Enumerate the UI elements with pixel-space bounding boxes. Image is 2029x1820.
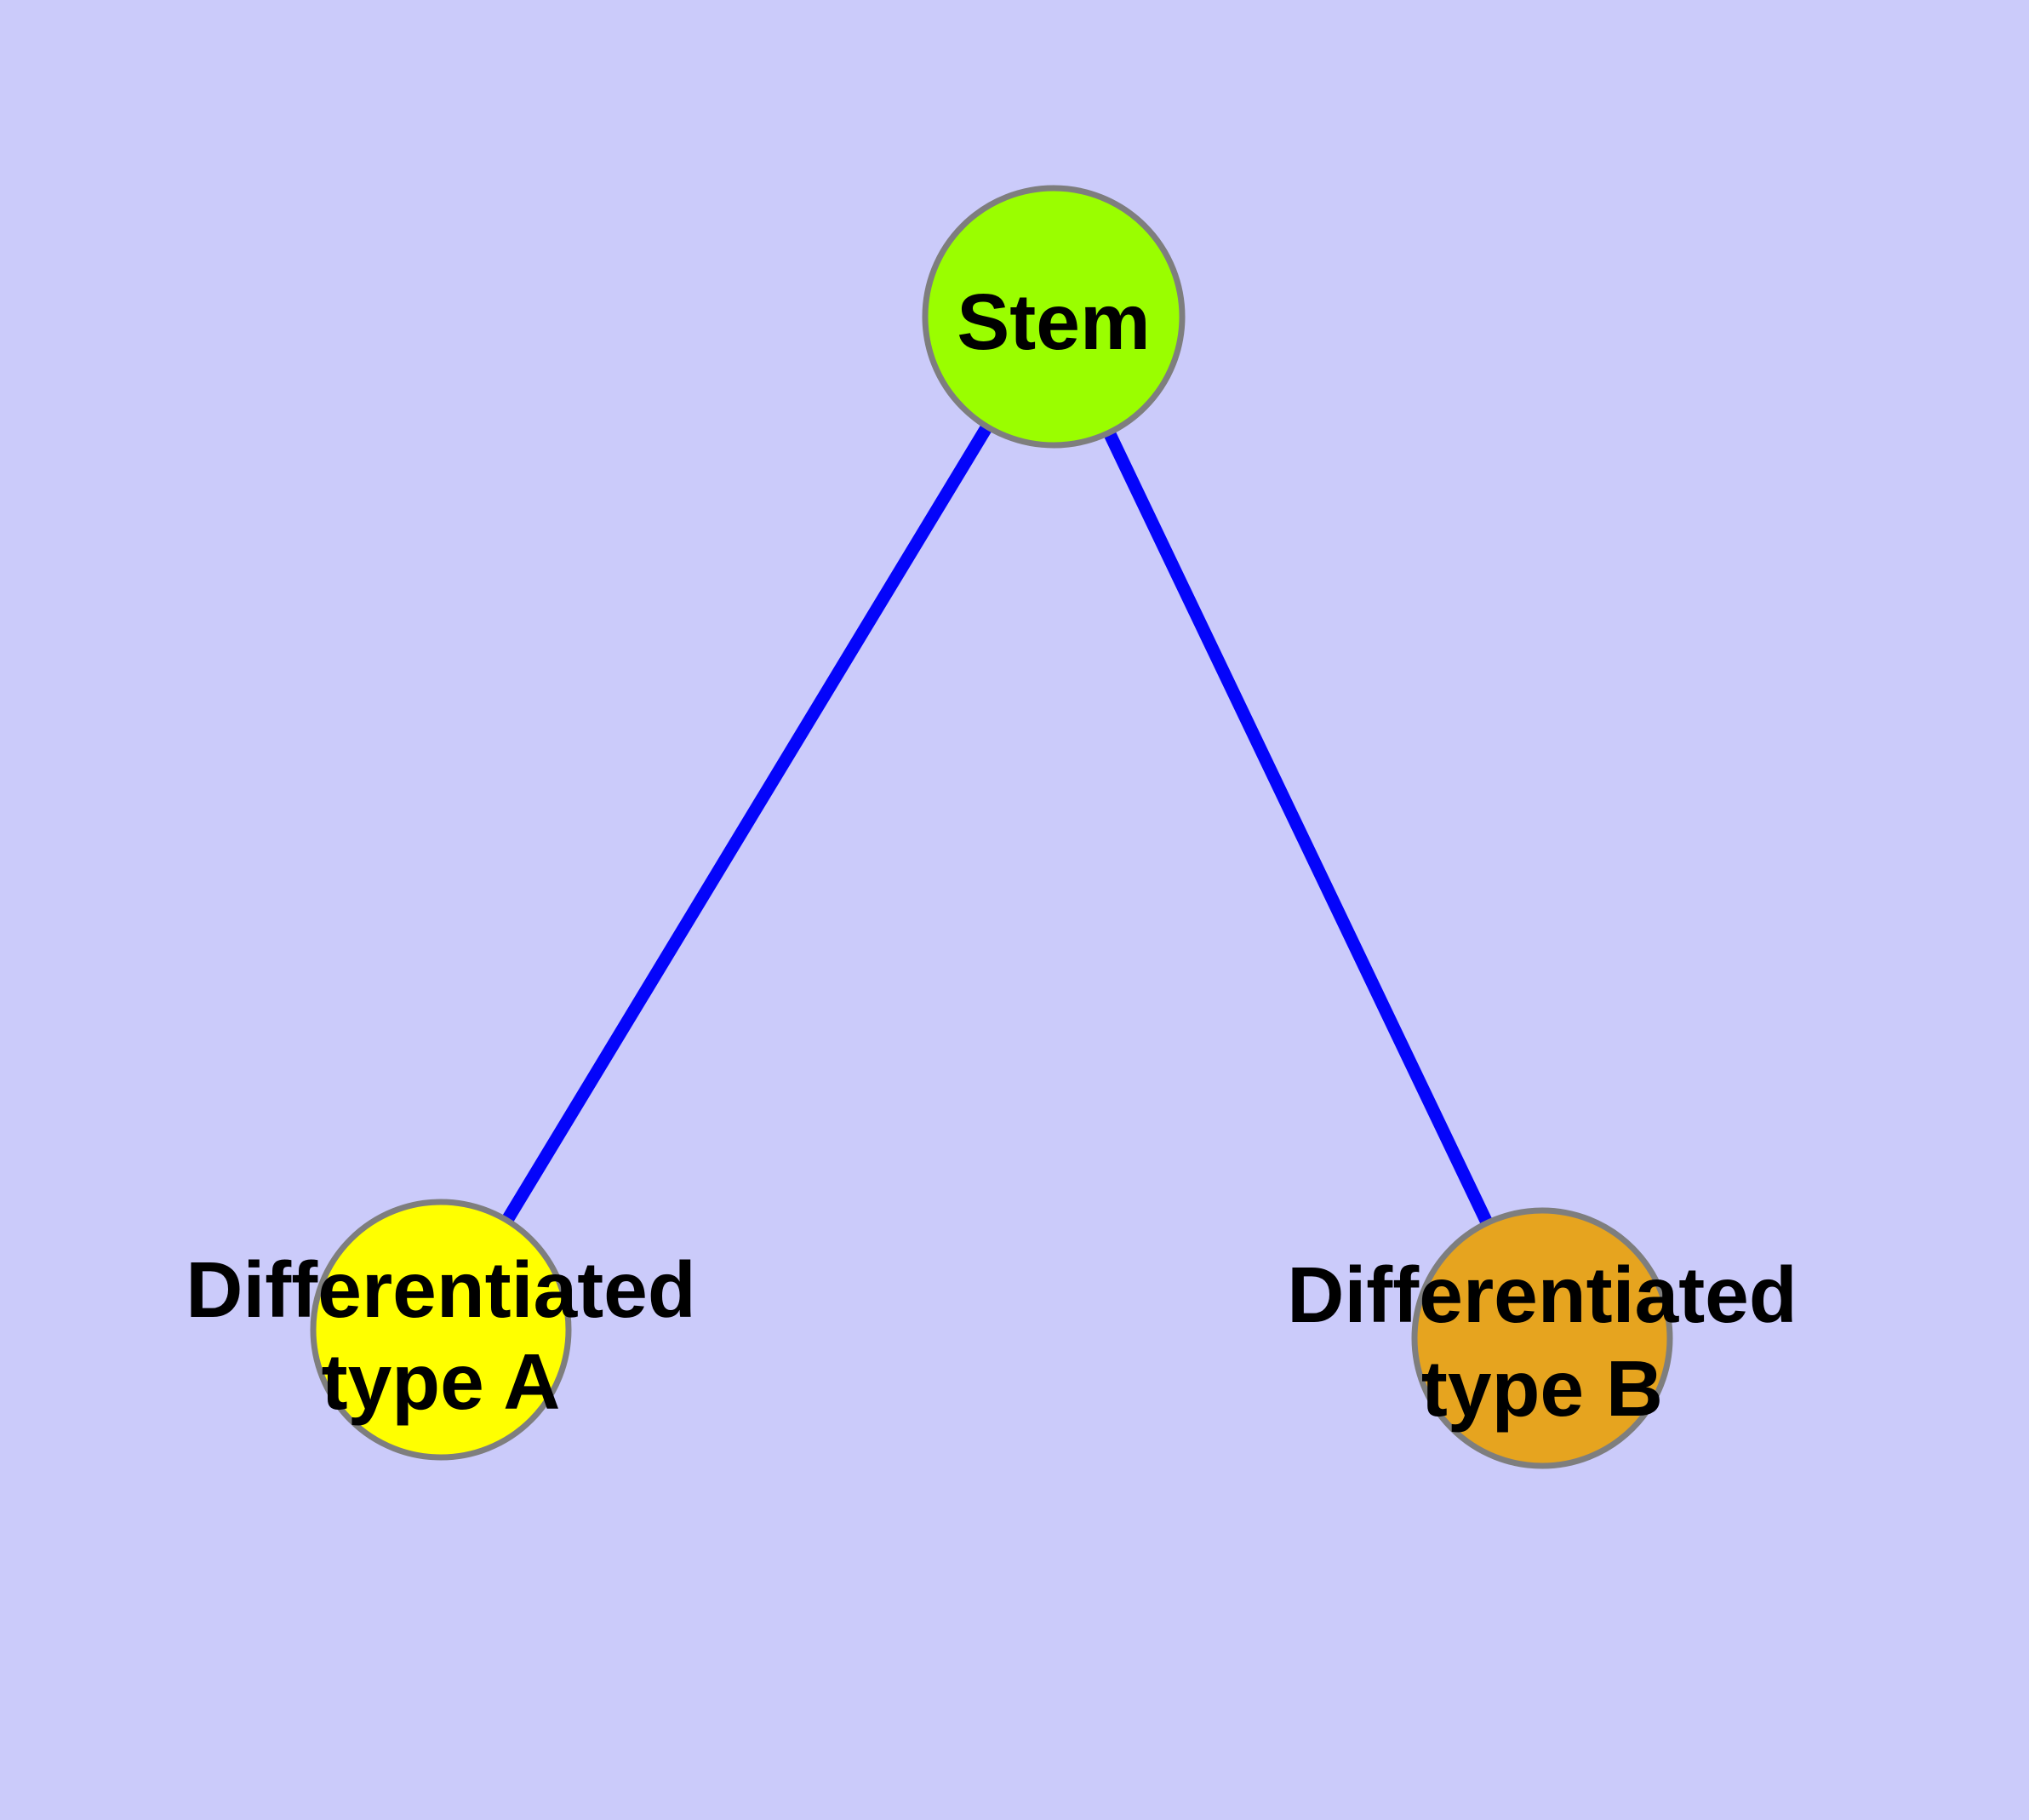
node-stem xyxy=(922,185,1186,449)
node-type-a-label-line1: Differentiated xyxy=(186,1245,695,1334)
node-differentiated-type-a xyxy=(310,1199,572,1461)
node-type-b-label-line2: type B xyxy=(1421,1344,1663,1433)
node-differentiated-type-b xyxy=(1411,1207,1673,1469)
node-stem-label: Stem xyxy=(957,278,1150,366)
edge-stem-to-type-a xyxy=(434,310,1060,1336)
node-type-a-label-line2: type A xyxy=(322,1337,561,1426)
edge-stem-to-type-b xyxy=(1047,310,1549,1345)
node-type-b-label-line1: Differentiated xyxy=(1287,1251,1797,1339)
